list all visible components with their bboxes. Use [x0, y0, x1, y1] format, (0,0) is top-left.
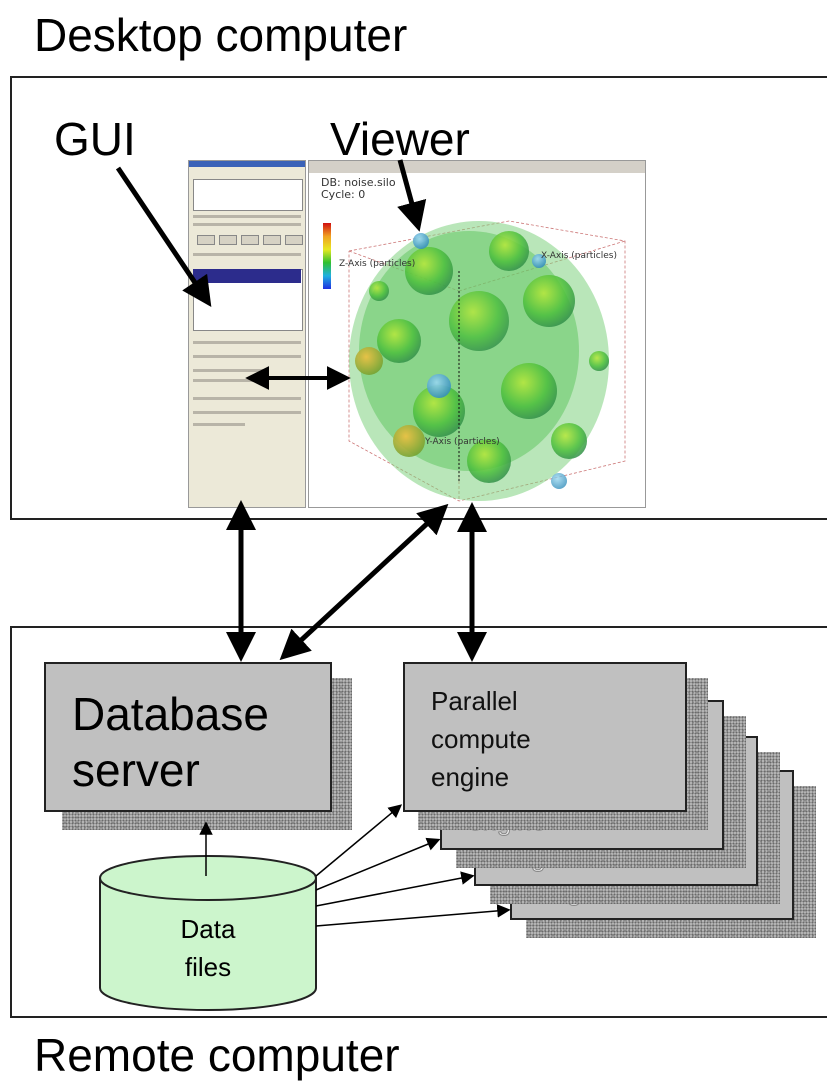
gui-plot-selected [193, 269, 301, 283]
datafiles-engine-arrow [315, 904, 511, 927]
viewer-db-info: DB: noise.silo Cycle: 0 [321, 177, 396, 201]
database-server-box: Database server [44, 662, 332, 812]
gui-button [263, 235, 281, 245]
gui-row [193, 423, 245, 426]
data-files-line: Data [180, 914, 236, 944]
datafiles-engine-arrow [315, 837, 441, 891]
gui-row [193, 369, 265, 372]
viewer-callout: Viewer [330, 113, 470, 165]
gui-pointer-arrow [115, 166, 212, 307]
viewer-toolbar [309, 161, 645, 173]
gui-row [193, 341, 301, 344]
compute-engine-front: Parallel compute engine [403, 662, 687, 812]
application-screenshot: DB: noise.silo Cycle: 0 [188, 160, 646, 508]
compute-engine-line: engine [431, 762, 510, 792]
compute-engine-line: compute [431, 724, 531, 754]
datafiles-engine-arrow [315, 871, 475, 907]
viewer-db-name: DB: noise.silo [321, 176, 396, 189]
gui-row [193, 411, 301, 414]
gui-button [219, 235, 237, 245]
gui-row [193, 253, 301, 256]
gui-button [285, 235, 303, 245]
viewer-y-axis-label: Y-Axis (particles) [425, 437, 500, 447]
gui-button [241, 235, 259, 245]
database-server-label: Database server [72, 686, 269, 798]
gui-row [193, 223, 301, 226]
viewer-cycle: Cycle: 0 [321, 188, 366, 201]
viewer-panel: DB: noise.silo Cycle: 0 [308, 160, 646, 508]
datafiles-engine-arrow [315, 804, 403, 877]
gui-row [193, 355, 301, 358]
viewer-database-arrow [279, 503, 449, 661]
data-files-line: files [184, 952, 232, 982]
remote-computer-label: Remote computer [34, 1029, 400, 1081]
database-server-line: Database [72, 688, 269, 740]
gui-callout: GUI [54, 113, 136, 165]
gui-button [197, 235, 215, 245]
viewer-isosurface-render [348, 220, 626, 502]
database-server-line: server [72, 744, 200, 796]
viewer-pointer-arrow [397, 159, 427, 232]
viewer-z-axis-label: Z-Axis (particles) [339, 259, 416, 269]
compute-engine-line: Parallel [431, 686, 518, 716]
gui-titlebar [189, 161, 305, 167]
data-files-label: Data files [140, 910, 276, 986]
gui-row [193, 397, 301, 400]
gui-row [193, 215, 301, 218]
compute-engine-front-label: Parallel compute engine [431, 682, 531, 796]
gui-file-list [193, 179, 303, 211]
gui-panel [188, 160, 306, 508]
desktop-computer-label: Desktop computer [34, 9, 408, 61]
viewer-x-axis-label: X-Axis (particles) [541, 251, 617, 261]
gui-row [193, 379, 265, 382]
viewer-colorbar [323, 223, 331, 289]
